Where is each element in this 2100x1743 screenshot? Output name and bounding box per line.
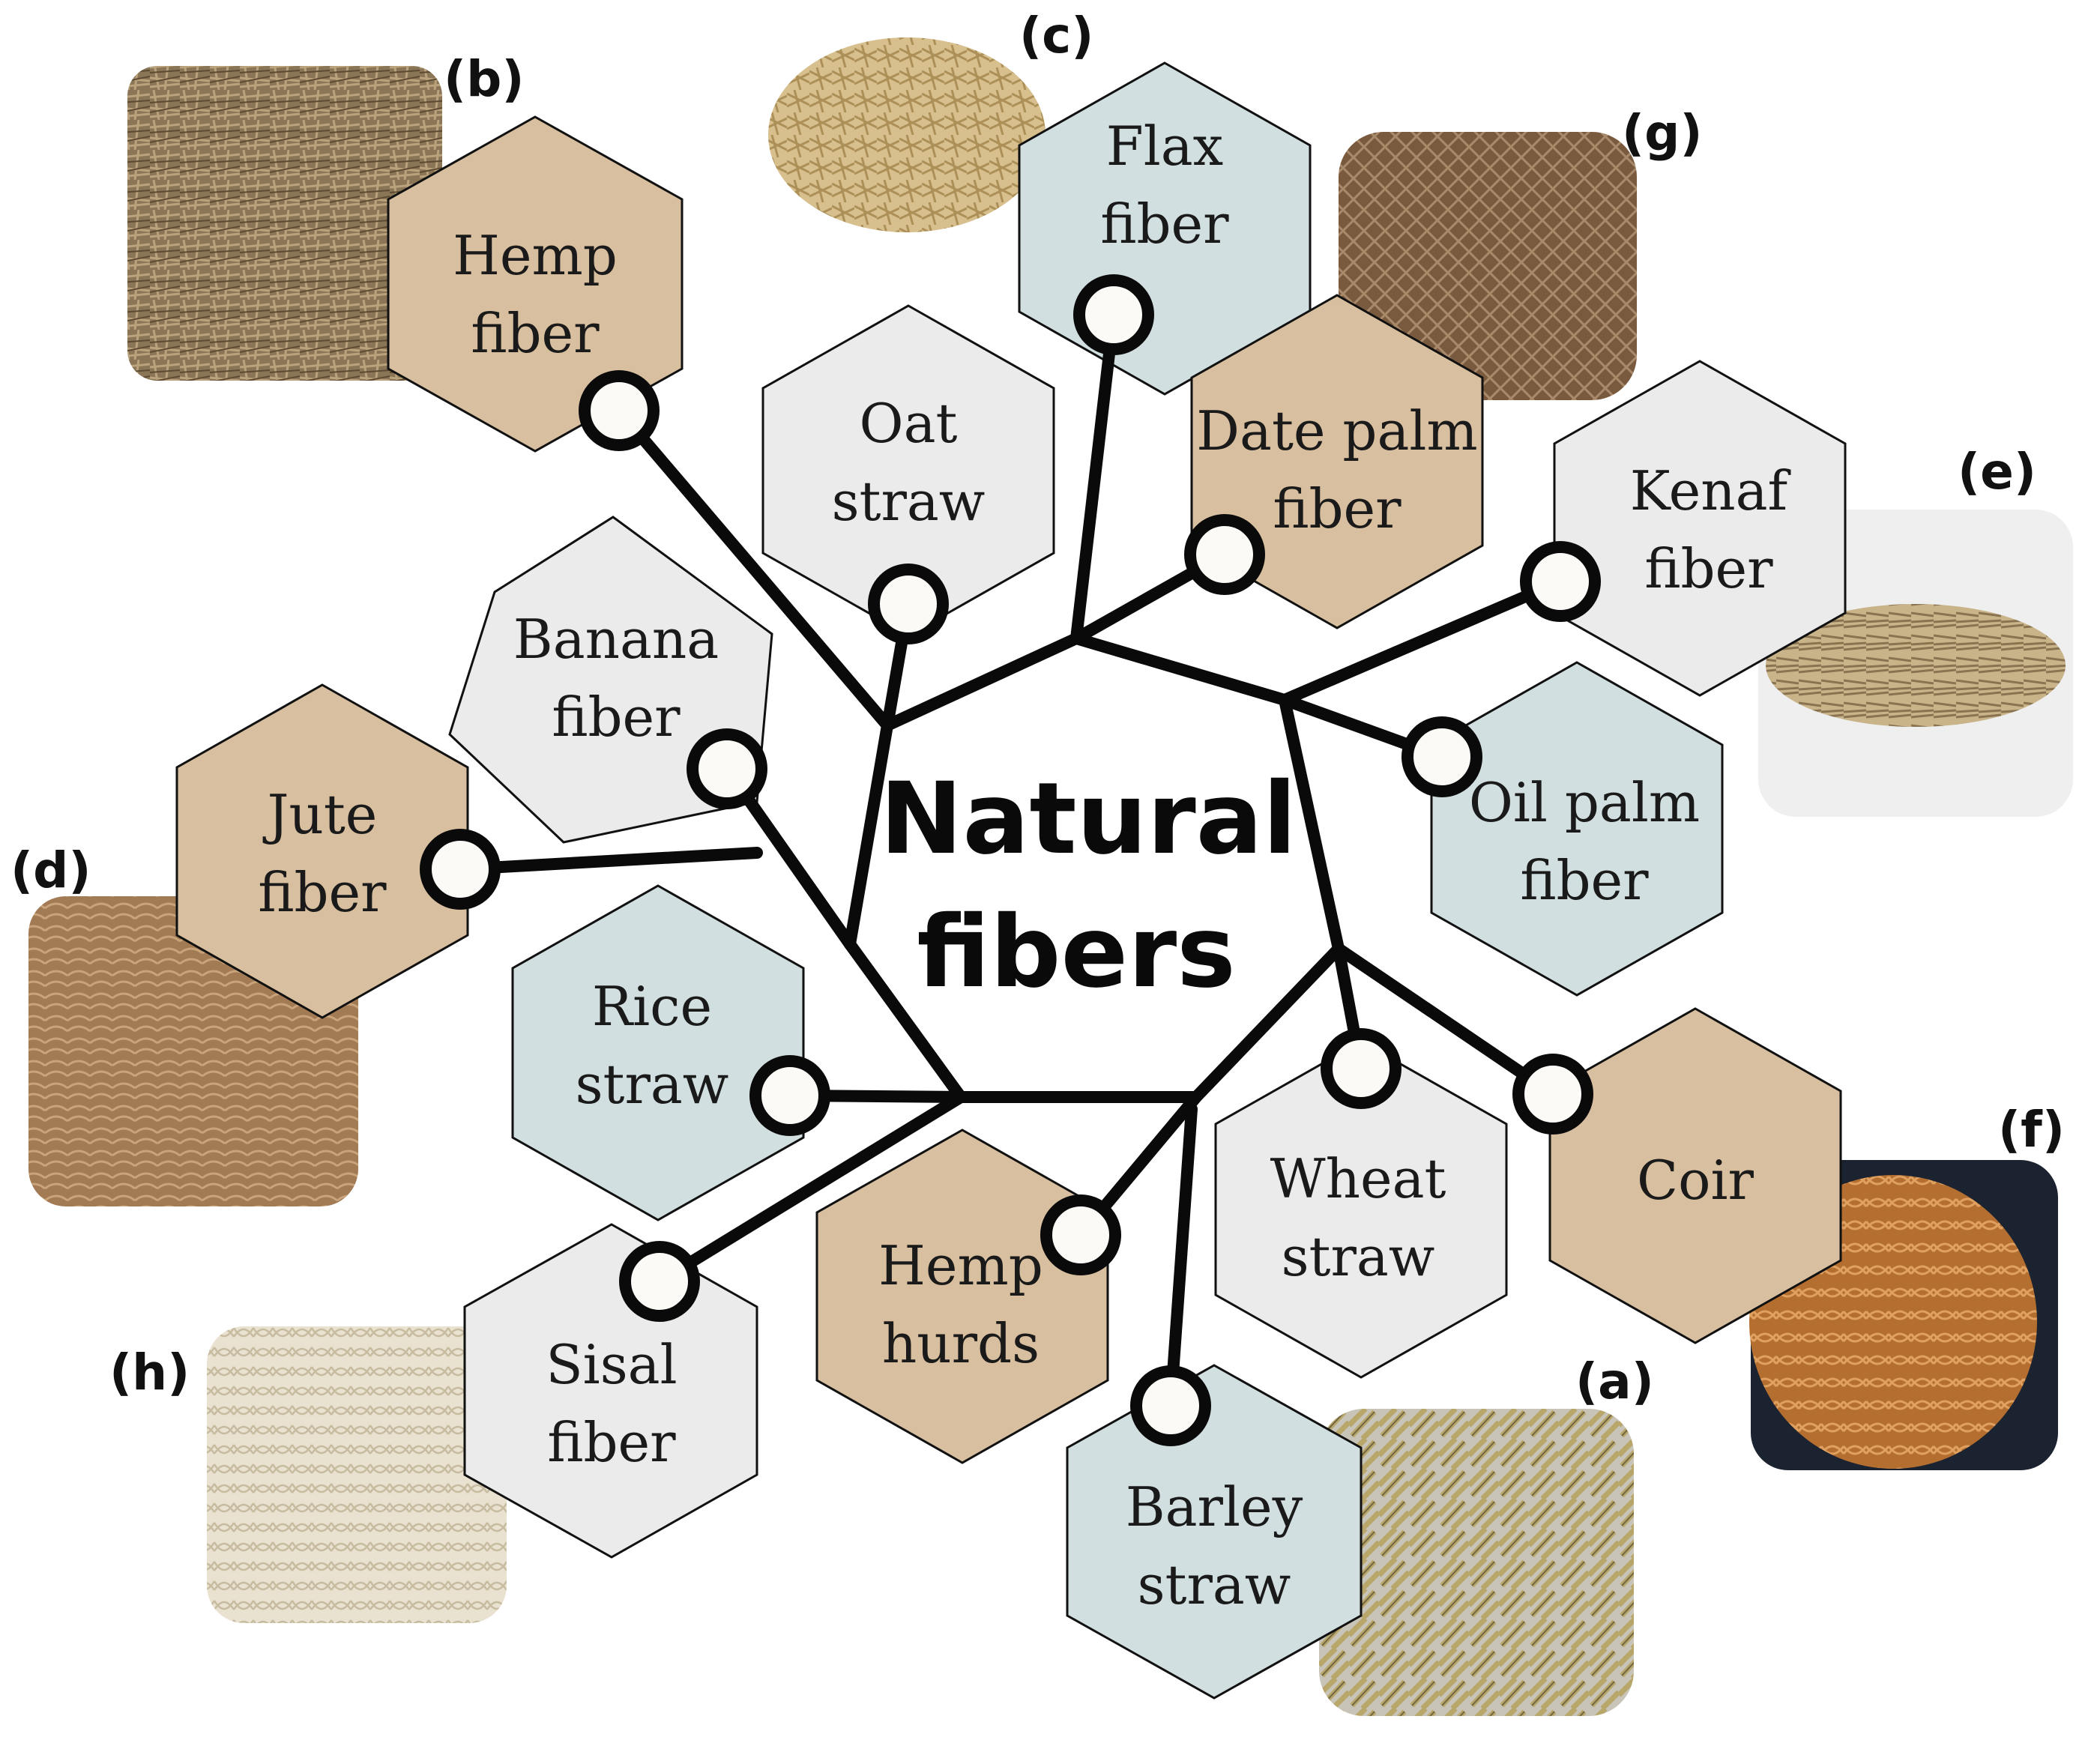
hexagon-barley-straw: Barley straw — [1066, 1364, 1363, 1700]
branch-jute-fiber — [454, 847, 763, 875]
branch-barley-straw — [1165, 1103, 1198, 1412]
fiber-label-line1: Date palm — [1196, 399, 1477, 462]
node-sisal-fiber — [619, 1241, 700, 1322]
fiber-label-line1: Rice — [592, 975, 712, 1038]
hexagon-shape — [1214, 1040, 1508, 1379]
fiber-label-line2: fiber — [1273, 477, 1401, 540]
fiber-label-line2: straw — [832, 470, 986, 533]
node-oat-straw — [868, 564, 949, 644]
fiber-label-line1: Sisal — [546, 1333, 677, 1396]
fiber-label-line1: Jute — [262, 783, 378, 846]
photo-g: (g) — [1339, 104, 1703, 400]
center-title-line2: fibers — [917, 895, 1236, 1010]
fiber-label-line1: Oil palm — [1469, 771, 1700, 834]
photo-label-b: (b) — [444, 50, 525, 108]
hexagon-shape — [1066, 1364, 1363, 1700]
barley-straw-image — [1319, 1409, 1634, 1716]
fiber-label-line1: Hemp — [878, 1234, 1043, 1297]
hexagon-shape — [511, 884, 805, 1221]
fiber-label-line2: fiber — [1520, 849, 1649, 912]
branch-kenaf-fiber — [1279, 576, 1566, 706]
hexagon-shape — [175, 683, 469, 1019]
node-kenaf-fiber — [1520, 541, 1601, 622]
photo-label-c: (c) — [1019, 7, 1093, 64]
fiber-label-line1: Flax — [1106, 115, 1224, 178]
fiber-label-line1: Wheat — [1270, 1147, 1446, 1210]
branch-coir — [1333, 943, 1559, 1100]
photo-label-d: (d) — [10, 842, 91, 899]
photo-h: (h) — [109, 1326, 507, 1623]
hexagon-hemp-hurds: Hemp hurds — [815, 1129, 1109, 1464]
fiber-label-line2: straw — [1138, 1553, 1291, 1616]
hexagon-shape — [387, 115, 684, 453]
photo-label-a: (a) — [1575, 1353, 1654, 1410]
branch-hemp-fiber — [613, 405, 893, 731]
fiber-label-line2: fiber — [552, 686, 681, 749]
sisal-fiber-image — [207, 1326, 507, 1623]
fiber-label-line1: Kenaf — [1630, 459, 1791, 522]
branch-flax-fiber — [1070, 309, 1120, 644]
flax-fiber-image — [768, 37, 1046, 232]
node-hemp-hurds — [1040, 1194, 1121, 1275]
hexagon-oat-straw: Oat straw — [761, 304, 1055, 637]
fiber-label-line1: Banana — [513, 608, 719, 671]
node-flax-fiber — [1073, 274, 1154, 355]
branch-sisal-fiber — [654, 1091, 967, 1287]
fiber-label-line1: Hemp — [453, 224, 618, 287]
fiber-label-line2: straw — [1282, 1225, 1435, 1288]
fiber-label-line2: fiber — [258, 861, 387, 924]
photo-label-f: (f) — [1998, 1101, 2065, 1159]
kenaf-fiber-image — [1766, 604, 2066, 727]
center-title-line1: Natural — [880, 761, 1297, 877]
node-rice-straw — [749, 1055, 830, 1136]
date-palm-fiber-image — [1339, 132, 1637, 400]
photo-c: (c) — [768, 7, 1093, 232]
node-wheat-straw — [1321, 1028, 1401, 1109]
node-jute-fiber — [420, 829, 501, 910]
node-banana-fiber — [687, 728, 767, 809]
fiber-label-line2: hurds — [882, 1312, 1040, 1375]
photo-label-h: (h) — [109, 1344, 190, 1401]
node-date-palm-fiber — [1184, 514, 1265, 595]
fiber-label-line2: fiber — [471, 302, 600, 365]
hexagon-hemp-fiber: Hemp fiber — [387, 115, 684, 453]
fiber-label-line1: Barley — [1126, 1475, 1303, 1538]
branch-nodes — [420, 274, 1601, 1446]
hexagon-sisal-fiber: Sisal fiber — [463, 1223, 758, 1559]
hexagon-rice-straw: Rice straw — [511, 884, 805, 1221]
photo-label-g: (g) — [1622, 104, 1703, 162]
hexagon-shape — [1553, 360, 1847, 697]
node-coir — [1512, 1054, 1593, 1135]
node-hemp-fiber — [579, 370, 660, 451]
node-barley-straw — [1130, 1365, 1211, 1446]
photo-label-e: (e) — [1958, 443, 2036, 501]
center-outline — [844, 632, 1345, 1103]
hexagon-jute-fiber: Jute fiber — [175, 683, 469, 1019]
node-oil-palm-fiber — [1401, 716, 1482, 797]
photo-b: (b) — [127, 50, 525, 381]
hexagon-shape — [1190, 294, 1484, 629]
fiber-label-line2: fiber — [1100, 193, 1229, 256]
fiber-label-line1: Coir — [1637, 1149, 1754, 1212]
hexagon-wheat-straw: Wheat straw — [1214, 1040, 1508, 1379]
fiber-label-line2: straw — [576, 1053, 729, 1116]
hemp-fiber-bale-image — [127, 66, 442, 381]
hexagon-kenaf-fiber: Kenaf fiber — [1553, 360, 1847, 697]
hexagon-date-palm-fiber: Date palm fiber — [1190, 294, 1484, 629]
hexagon-oil-palm-fiber: Oil palm fiber — [1430, 661, 1724, 997]
fiber-label-line1: Oat — [860, 392, 958, 455]
fiber-label-line2: fiber — [547, 1411, 676, 1474]
fiber-label-line2: fiber — [1644, 537, 1773, 600]
photo-a: (a) — [1319, 1353, 1654, 1716]
